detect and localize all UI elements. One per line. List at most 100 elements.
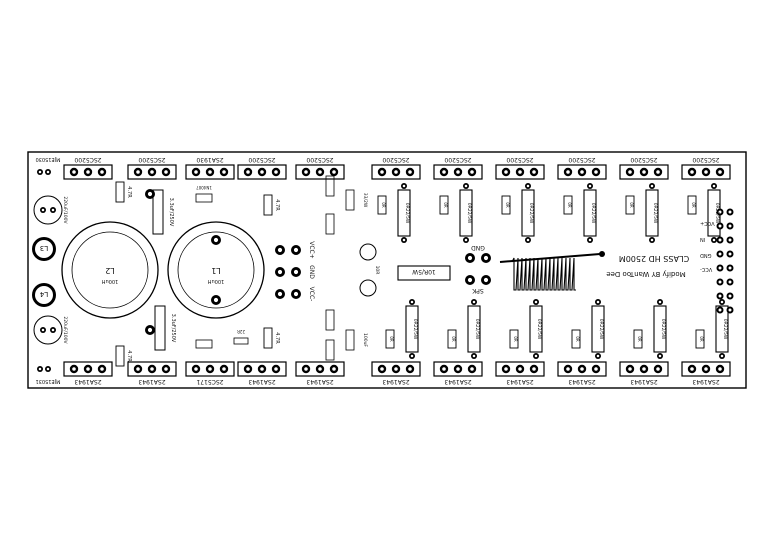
bottom-transistor-label: 2SA1943 xyxy=(382,378,409,385)
connector-in: IN xyxy=(700,236,705,242)
bottom-transistor-pin-hole xyxy=(518,367,522,371)
driver-pad-hole xyxy=(38,367,42,371)
inductor-pad-hole xyxy=(147,191,153,197)
top-transistor-pin-hole xyxy=(656,170,660,174)
bottom-transistor-pin-hole xyxy=(380,367,384,371)
small-component xyxy=(325,175,335,197)
resistor-pad-hole xyxy=(534,300,538,304)
small-resistor xyxy=(439,195,449,215)
resistor-label: 0R22/5W xyxy=(590,203,596,224)
top-transistor-pin-hole xyxy=(72,170,76,174)
bottom-transistor-pin-hole xyxy=(86,367,90,371)
top-transistor-pin-hole xyxy=(150,170,154,174)
resistor-pad-hole xyxy=(596,354,600,358)
bottom-transistor-body xyxy=(433,361,483,377)
small-resistor xyxy=(625,195,635,215)
connector-gnd: GND xyxy=(700,252,712,258)
small-label: 10R xyxy=(374,266,380,275)
top-transistor-pin-hole xyxy=(580,170,584,174)
top-transistor-label: 2SA1930 xyxy=(196,156,223,163)
inductor-inner xyxy=(177,231,255,309)
connector-vcc-neg: VCC- xyxy=(700,266,712,272)
cap-pad-hole xyxy=(41,208,45,212)
resistor-pad-hole xyxy=(410,354,414,358)
small-inductor-label: L4 xyxy=(39,290,48,298)
bottom-transistor-body xyxy=(371,361,421,377)
bottom-transistor-pin-hole xyxy=(628,367,632,371)
cap-pad-hole xyxy=(41,328,45,332)
top-transistor-label: 2SC5200 xyxy=(568,156,595,163)
resistor-pad-hole xyxy=(658,354,662,358)
bottom-transistor-pin-hole xyxy=(704,367,708,371)
small-resistor-label: 0R xyxy=(575,336,580,342)
connector-pad-hole xyxy=(718,308,722,312)
connector-pad-hole xyxy=(718,266,722,270)
resistor-pad-hole xyxy=(650,238,654,242)
resistor-pad-hole xyxy=(720,354,724,358)
trimmer xyxy=(359,243,377,261)
top-transistor-pin-hole xyxy=(86,170,90,174)
inductor-inner xyxy=(71,231,149,309)
output-resistor-label: 10R/5W xyxy=(412,268,436,275)
film-cap xyxy=(154,305,166,351)
bottom-transistor-label: 2SA1943 xyxy=(306,378,333,385)
top-transistor-body xyxy=(127,164,177,180)
output-gnd-label: GND xyxy=(471,244,485,251)
top-transistor-body xyxy=(185,164,235,180)
top-transistor-pin-hole xyxy=(318,170,322,174)
top-transistor-pin-hole xyxy=(470,170,474,174)
resistor-pad-hole xyxy=(712,238,716,242)
connector-pad-hole xyxy=(718,252,722,256)
bottom-transistor-body xyxy=(557,361,607,377)
resistor-pad-hole xyxy=(596,300,600,304)
top-transistor-pin-hole xyxy=(718,170,722,174)
top-transistor-body xyxy=(371,164,421,180)
connector-pad-hole xyxy=(728,308,732,312)
resistor-label: 0R22/5W xyxy=(598,319,604,340)
resistor-label: 0R22/5W xyxy=(536,319,542,340)
gnd-label: GND xyxy=(308,265,315,279)
bottom-transistor-pin-hole xyxy=(304,367,308,371)
resistor-pad-hole xyxy=(410,300,414,304)
connector-pad-hole xyxy=(718,238,722,242)
small-component xyxy=(325,213,335,235)
bottom-transistor-pin-hole xyxy=(222,367,226,371)
emitter-resistor-top xyxy=(645,189,659,237)
film-cap xyxy=(152,189,164,235)
bottom-transistor-body xyxy=(295,361,345,377)
resistor-pad-hole xyxy=(712,184,716,188)
emitter-resistor-bottom xyxy=(653,305,667,353)
top-transistor-pin-hole xyxy=(504,170,508,174)
bottom-transistor-pin-hole xyxy=(580,367,584,371)
top-transistor-label: 2SC5200 xyxy=(506,156,533,163)
output-resistor xyxy=(397,265,451,281)
bottom-transistor-pin-hole xyxy=(274,367,278,371)
cap-label: 220uF/100V xyxy=(62,196,68,224)
small-resistor xyxy=(571,329,581,349)
small-resistor-label: 0R xyxy=(381,202,386,208)
bottom-transistor-pin-hole xyxy=(594,367,598,371)
small-resistor xyxy=(633,329,643,349)
top-transistor-body xyxy=(237,164,287,180)
top-transistor-body xyxy=(63,164,113,180)
resistor-pad-hole xyxy=(588,184,592,188)
top-transistor-body xyxy=(681,164,731,180)
top-transistor-body xyxy=(557,164,607,180)
driver-pad-hole xyxy=(38,170,42,174)
top-transistor-label: 2SC5200 xyxy=(248,156,275,163)
top-transistor-pin-hole xyxy=(628,170,632,174)
top-transistor-pin-hole xyxy=(704,170,708,174)
cap-pad-hole xyxy=(51,208,55,212)
bottom-transistor-body xyxy=(127,361,177,377)
emitter-resistor-top xyxy=(459,189,473,237)
top-transistor-pin-hole xyxy=(260,170,264,174)
trimmer xyxy=(359,279,377,297)
top-transistor-body xyxy=(495,164,545,180)
small-resistor xyxy=(687,195,697,215)
top-transistor-pin-hole xyxy=(532,170,536,174)
small-inductor-inner xyxy=(35,286,53,304)
top-transistor-pin-hole xyxy=(136,170,140,174)
bottom-transistor-label: 2SA1943 xyxy=(248,378,275,385)
emitter-resistor xyxy=(233,337,249,345)
top-transistor-label: 2SC5200 xyxy=(692,156,719,163)
